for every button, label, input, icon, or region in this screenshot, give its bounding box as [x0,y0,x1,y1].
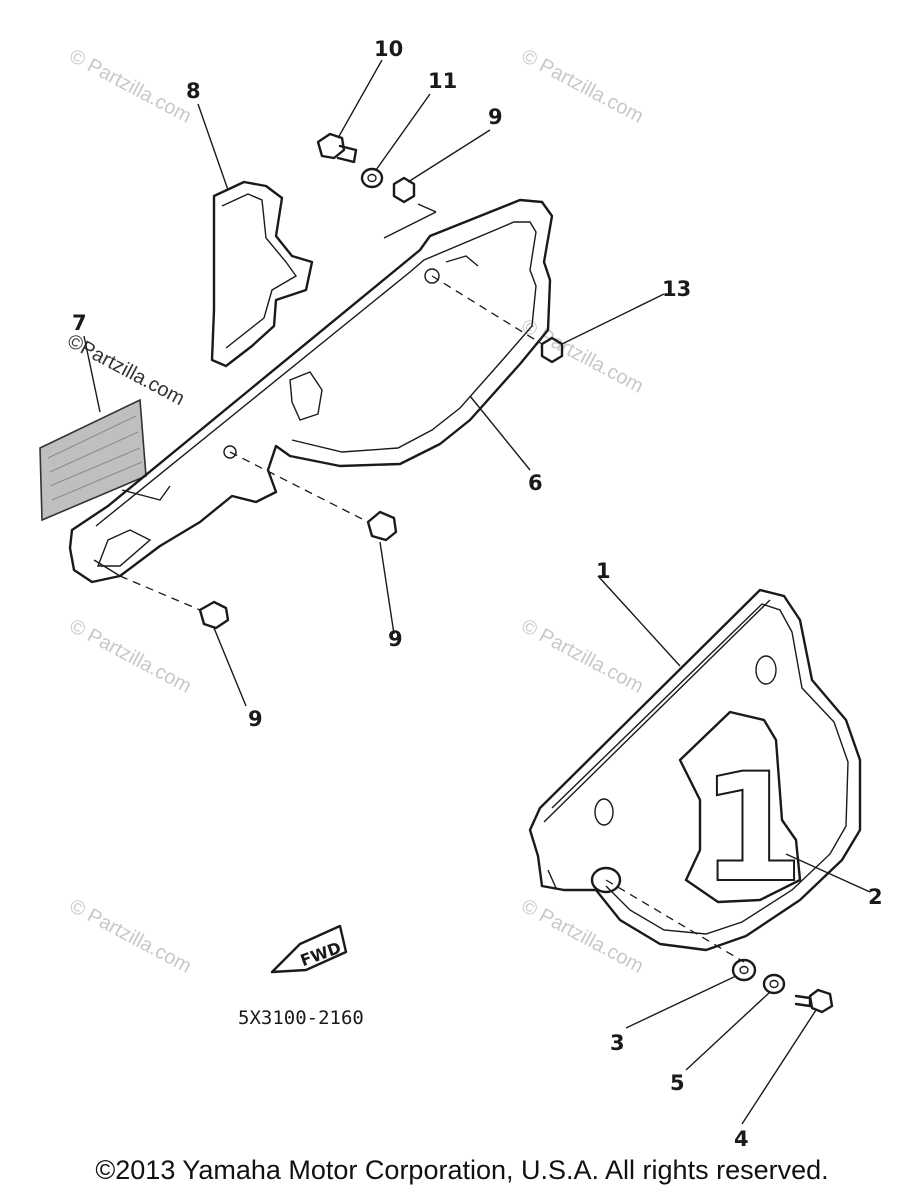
watermark: © Partzilla.com [66,45,195,128]
callout-3: 3 [610,1031,625,1055]
callout-13: 13 [662,277,691,301]
hardware [198,132,834,1014]
callout-9-lower: 9 [248,707,263,731]
plate-digit: 1 [700,742,804,916]
part-8-guard [210,180,314,368]
part-7-decal [39,398,147,522]
copyright-text: ©2013 Yamaha Motor Corporation, U.S.A. A… [95,1155,829,1185]
watermark-dark: ©Partzilla.com [64,330,188,410]
callout-10: 9 [488,105,503,129]
alignment-lines [119,203,745,963]
watermark: © Partzilla.com [518,45,647,128]
part-2-number-decal: 1 [678,710,805,917]
callout-2: 2 [868,885,883,909]
callout-1: 1 [596,559,611,583]
callout-12: 11 [428,69,457,93]
callout-11: 10 [374,37,403,61]
callout-7: 7 [72,311,87,335]
watermark: © Partzilla.com [66,895,195,978]
part-1-number-plate [528,588,862,952]
fwd-arrow: FWD [270,924,348,974]
callout-9-upper: 9 [388,627,403,651]
leader-lines [83,59,871,1125]
callout-labels: 10 11 9 8 7 13 6 9 9 1 2 3 5 4 [72,37,883,1151]
watermarks: © Partzilla.com © Partzilla.com © Partzi… [64,45,647,978]
callout-8: 8 [186,79,201,103]
callout-4: 4 [734,1127,749,1151]
callout-6: 6 [528,471,543,495]
callout-5: 5 [670,1071,685,1095]
watermark: © Partzilla.com [518,315,647,398]
watermark: © Partzilla.com [518,615,647,698]
watermark: © Partzilla.com [66,615,195,698]
part-6-chain-case [68,198,554,584]
part-code: 5X3100-2160 [238,1007,364,1029]
